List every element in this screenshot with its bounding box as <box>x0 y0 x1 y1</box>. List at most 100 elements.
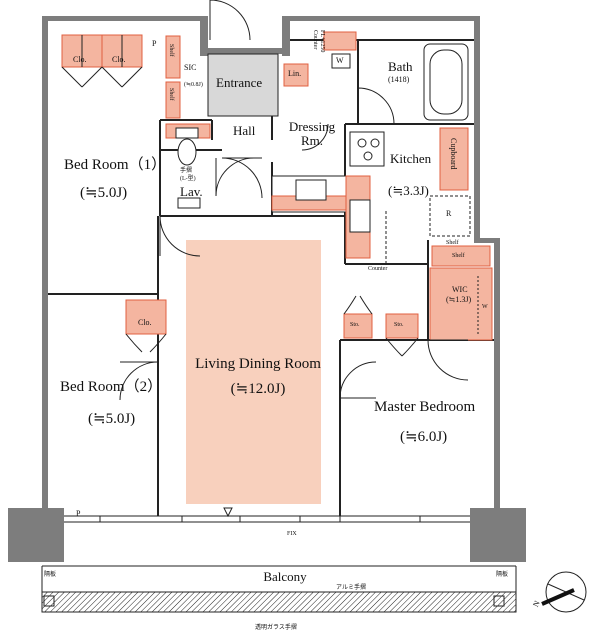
drain-right <box>493 595 505 607</box>
wall-step <box>474 238 500 243</box>
drain-left <box>43 595 55 607</box>
balcony-label: Balcony <box>263 569 307 584</box>
kitchen-name: Kitchen <box>390 151 432 166</box>
living-name: Living Dining Room <box>195 356 321 372</box>
closet-door-lines <box>61 35 419 357</box>
master-door <box>427 339 469 381</box>
p-bottom-label: P <box>76 509 81 518</box>
dressing-sink <box>295 179 327 201</box>
kitchen-sink <box>349 199 371 233</box>
entrance-floor <box>207 53 279 117</box>
stove <box>349 131 385 167</box>
wall-entrance-left <box>200 16 208 56</box>
hall-shelf <box>165 81 181 119</box>
bath-fixtures <box>175 43 469 233</box>
partition-right-label: 隔板 <box>496 572 509 578</box>
wic-size: (≒1.3J) <box>446 295 472 304</box>
bed2-size: (≒5.0J) <box>88 411 136 427</box>
aluminum-rail-label: アルミ手摺 <box>336 585 366 591</box>
w-wic-label: W <box>482 304 488 310</box>
bed1-door <box>159 215 201 257</box>
clo-1-label: Clo. <box>73 55 87 64</box>
kitchen-size: (≒3.3J) <box>388 183 429 198</box>
toilet-bowl <box>177 138 197 166</box>
cupboard-box <box>439 127 469 191</box>
shelf-wic-label: Shelf <box>452 253 465 259</box>
wall-top-left <box>42 16 208 21</box>
bed2-door <box>119 361 159 401</box>
wall-entrance-right <box>282 16 290 56</box>
master-side-door <box>339 361 377 399</box>
dressing-label-2: Rm. <box>300 133 324 148</box>
lav-door <box>221 157 263 199</box>
door-swings <box>119 0 469 401</box>
entrance-door <box>209 0 251 41</box>
handrail-lav-label: 手摺 <box>180 168 193 174</box>
wall-right-upper <box>474 16 480 242</box>
entrance-label: Entrance <box>216 75 263 90</box>
lav-sink <box>177 197 201 209</box>
bed1-name: Bed Room（1） <box>64 157 167 173</box>
wall-right-lower <box>494 240 500 516</box>
handrail-lav-note: (L-型) <box>180 176 196 182</box>
dressing-door <box>301 123 329 151</box>
r-label: R <box>446 209 452 218</box>
clo-3-label: Clo. <box>138 318 152 327</box>
master-size: (≒6.0J) <box>400 429 448 445</box>
storage-blocks <box>61 31 493 341</box>
hall-label: Hall <box>233 123 256 138</box>
sto-1-label: Sto. <box>350 322 360 328</box>
pillar-left <box>8 508 64 562</box>
entry-marker-icon <box>223 507 233 518</box>
living-size: (≒12.0J) <box>230 381 286 397</box>
balcony <box>41 565 517 613</box>
glass-rail-label: 透明ガラス手摺 <box>255 625 297 631</box>
p-top-label: P <box>152 39 157 48</box>
counter-dressing-label: Counter <box>312 30 318 50</box>
sto-2-label: Sto. <box>394 322 404 328</box>
sic-label: SIC <box>184 63 197 72</box>
cupboard-label: Cupboard <box>449 138 458 170</box>
counter-kitchen-label: Counter <box>368 266 388 272</box>
fix-label: FIX <box>287 531 297 537</box>
wall-entrance-top <box>208 48 282 54</box>
dressing-counter-box <box>323 31 357 51</box>
w-dressing-label: W <box>336 56 344 65</box>
wall-top-mid <box>288 16 480 21</box>
sto-1-box <box>343 313 373 339</box>
living-dining-area <box>186 240 321 504</box>
exterior-walls <box>42 16 500 516</box>
bathtub-inner <box>429 49 463 115</box>
partition-left-label: 隔板 <box>44 572 57 578</box>
counter-dressing-height: FL+1250 <box>319 30 325 53</box>
wic-box <box>429 267 493 341</box>
clo-3-box <box>125 299 167 335</box>
sic-size: (≒0.8J) <box>184 82 203 88</box>
hall-door <box>215 157 255 197</box>
toilet-tank <box>175 127 199 139</box>
master-name: Master Bedroom <box>374 399 476 415</box>
pillar-right <box>470 508 526 562</box>
lin-box <box>283 63 309 87</box>
bed2-name: Bed Room（2） <box>60 379 163 395</box>
lav-label: Lav. <box>180 184 203 199</box>
lin-label: Lin. <box>288 69 302 78</box>
bath-size: (1418) <box>388 75 410 84</box>
sto-2-box <box>385 313 419 339</box>
sic-shelf-label: Shelf <box>168 44 174 57</box>
compass <box>541 571 587 613</box>
bath-name: Bath <box>388 59 413 74</box>
bed1-size: (≒5.0J) <box>80 185 128 201</box>
wic-shelf-top <box>431 245 491 267</box>
bath-door <box>357 87 395 125</box>
sic-shelf <box>165 35 181 79</box>
fridge-space <box>429 195 471 237</box>
washing-machine <box>331 53 351 69</box>
compass-needle <box>541 588 575 606</box>
clo-2-label: Clo. <box>112 55 126 64</box>
hall-shelf-label: Shelf <box>168 88 174 101</box>
dressing-label-1: Dressing <box>288 119 336 134</box>
wall-left <box>42 16 48 516</box>
wic-name: WIC <box>452 285 468 294</box>
